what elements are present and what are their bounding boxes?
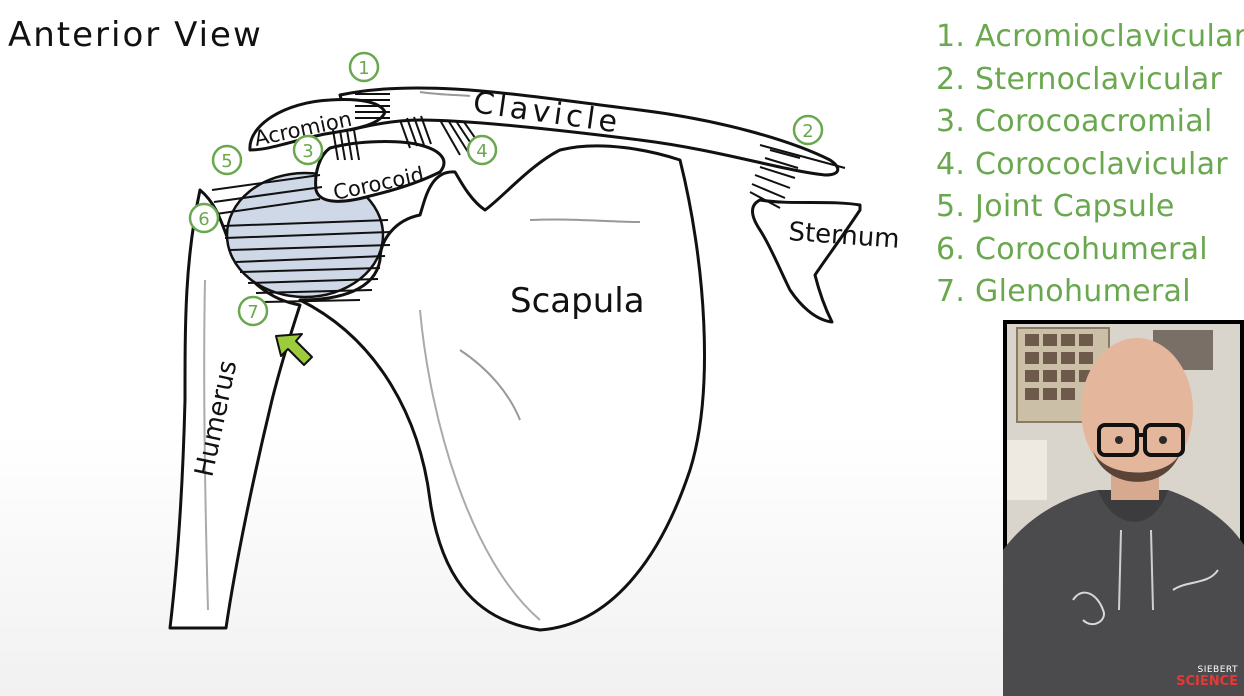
scapula-edge-line — [419, 309, 541, 621]
ligament-joint-capsule — [211, 174, 323, 215]
marker-4: 4 — [466, 134, 498, 166]
scapula-spine-line — [529, 218, 641, 223]
svg-text:7: 7 — [247, 302, 258, 323]
brand-logo: SIEBERT SCIENCE — [1176, 665, 1238, 689]
marker-5: 5 — [211, 144, 243, 176]
legend-item: 3. Corocoacromial — [936, 104, 1213, 139]
webcam-overlay: SIEBERT SCIENCE — [1003, 320, 1244, 696]
clavicle-bone — [338, 86, 840, 177]
marker-3: 3 — [292, 134, 324, 166]
ligament-corocohumeral — [221, 219, 391, 263]
sternum-bone — [751, 198, 862, 324]
corocoid-bone — [314, 140, 446, 203]
arrow-icon — [275, 333, 313, 366]
legend-item: 1. Acromioclavicular — [936, 19, 1244, 54]
svg-text:2: 2 — [802, 121, 813, 142]
marker-2: 2 — [792, 114, 824, 146]
legend-item: 5. Joint Capsule — [936, 189, 1175, 224]
marker-6: 6 — [188, 202, 220, 234]
legend-item: 4. Corococlavicular — [936, 146, 1228, 182]
svg-text:4: 4 — [476, 141, 487, 162]
svg-text:5: 5 — [221, 151, 232, 172]
legend-item: 6. Corocohumeral — [936, 231, 1208, 267]
ligament-glenohumeral — [239, 267, 381, 303]
clavicle-shade-line — [419, 91, 471, 97]
scapula-inner-line — [459, 349, 521, 421]
legend-item: 7. Glenohumeral — [936, 274, 1191, 309]
ligament-corocoacromial — [332, 129, 360, 161]
humerus-shade-line — [203, 279, 209, 611]
svg-text:3: 3 — [302, 141, 313, 162]
ligament-acromioclavicular — [355, 93, 390, 119]
diagram-title: Anterior View — [8, 15, 263, 55]
legend-item: 2. Sternoclavicular — [936, 61, 1223, 97]
marker-1: 1 — [348, 51, 380, 83]
label-clavicle: Clavicle — [471, 85, 623, 140]
ligament-legend: 1. Acromioclavicular 2. Sternoclavicular… — [936, 16, 1244, 314]
svg-text:6: 6 — [198, 209, 209, 230]
ligament-sternoclavicular — [749, 144, 846, 209]
marker-7: 7 — [237, 295, 269, 327]
presenter-video — [1003, 324, 1244, 696]
label-scapula: Scapula — [510, 281, 645, 321]
svg-text:1: 1 — [358, 58, 369, 79]
